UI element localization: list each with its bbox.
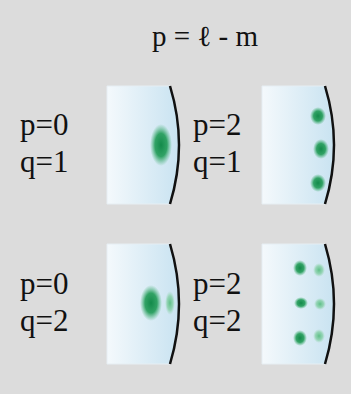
mirror [262, 86, 334, 204]
mode-index-label: q=2 [20, 305, 68, 336]
mirror [262, 244, 334, 364]
mode-index-label: p=2 [193, 109, 241, 140]
diagram-title: p = ℓ - m [152, 22, 258, 51]
mode-index-label: p=0 [20, 268, 68, 299]
mode-index-label: p=2 [193, 268, 241, 299]
mirror [107, 86, 179, 204]
mode-index-label: p=0 [20, 109, 68, 140]
mode-index-label: q=1 [193, 146, 241, 177]
mirror [107, 244, 179, 364]
mode-index-label: q=1 [20, 146, 68, 177]
mode-index-label: q=2 [193, 305, 241, 336]
